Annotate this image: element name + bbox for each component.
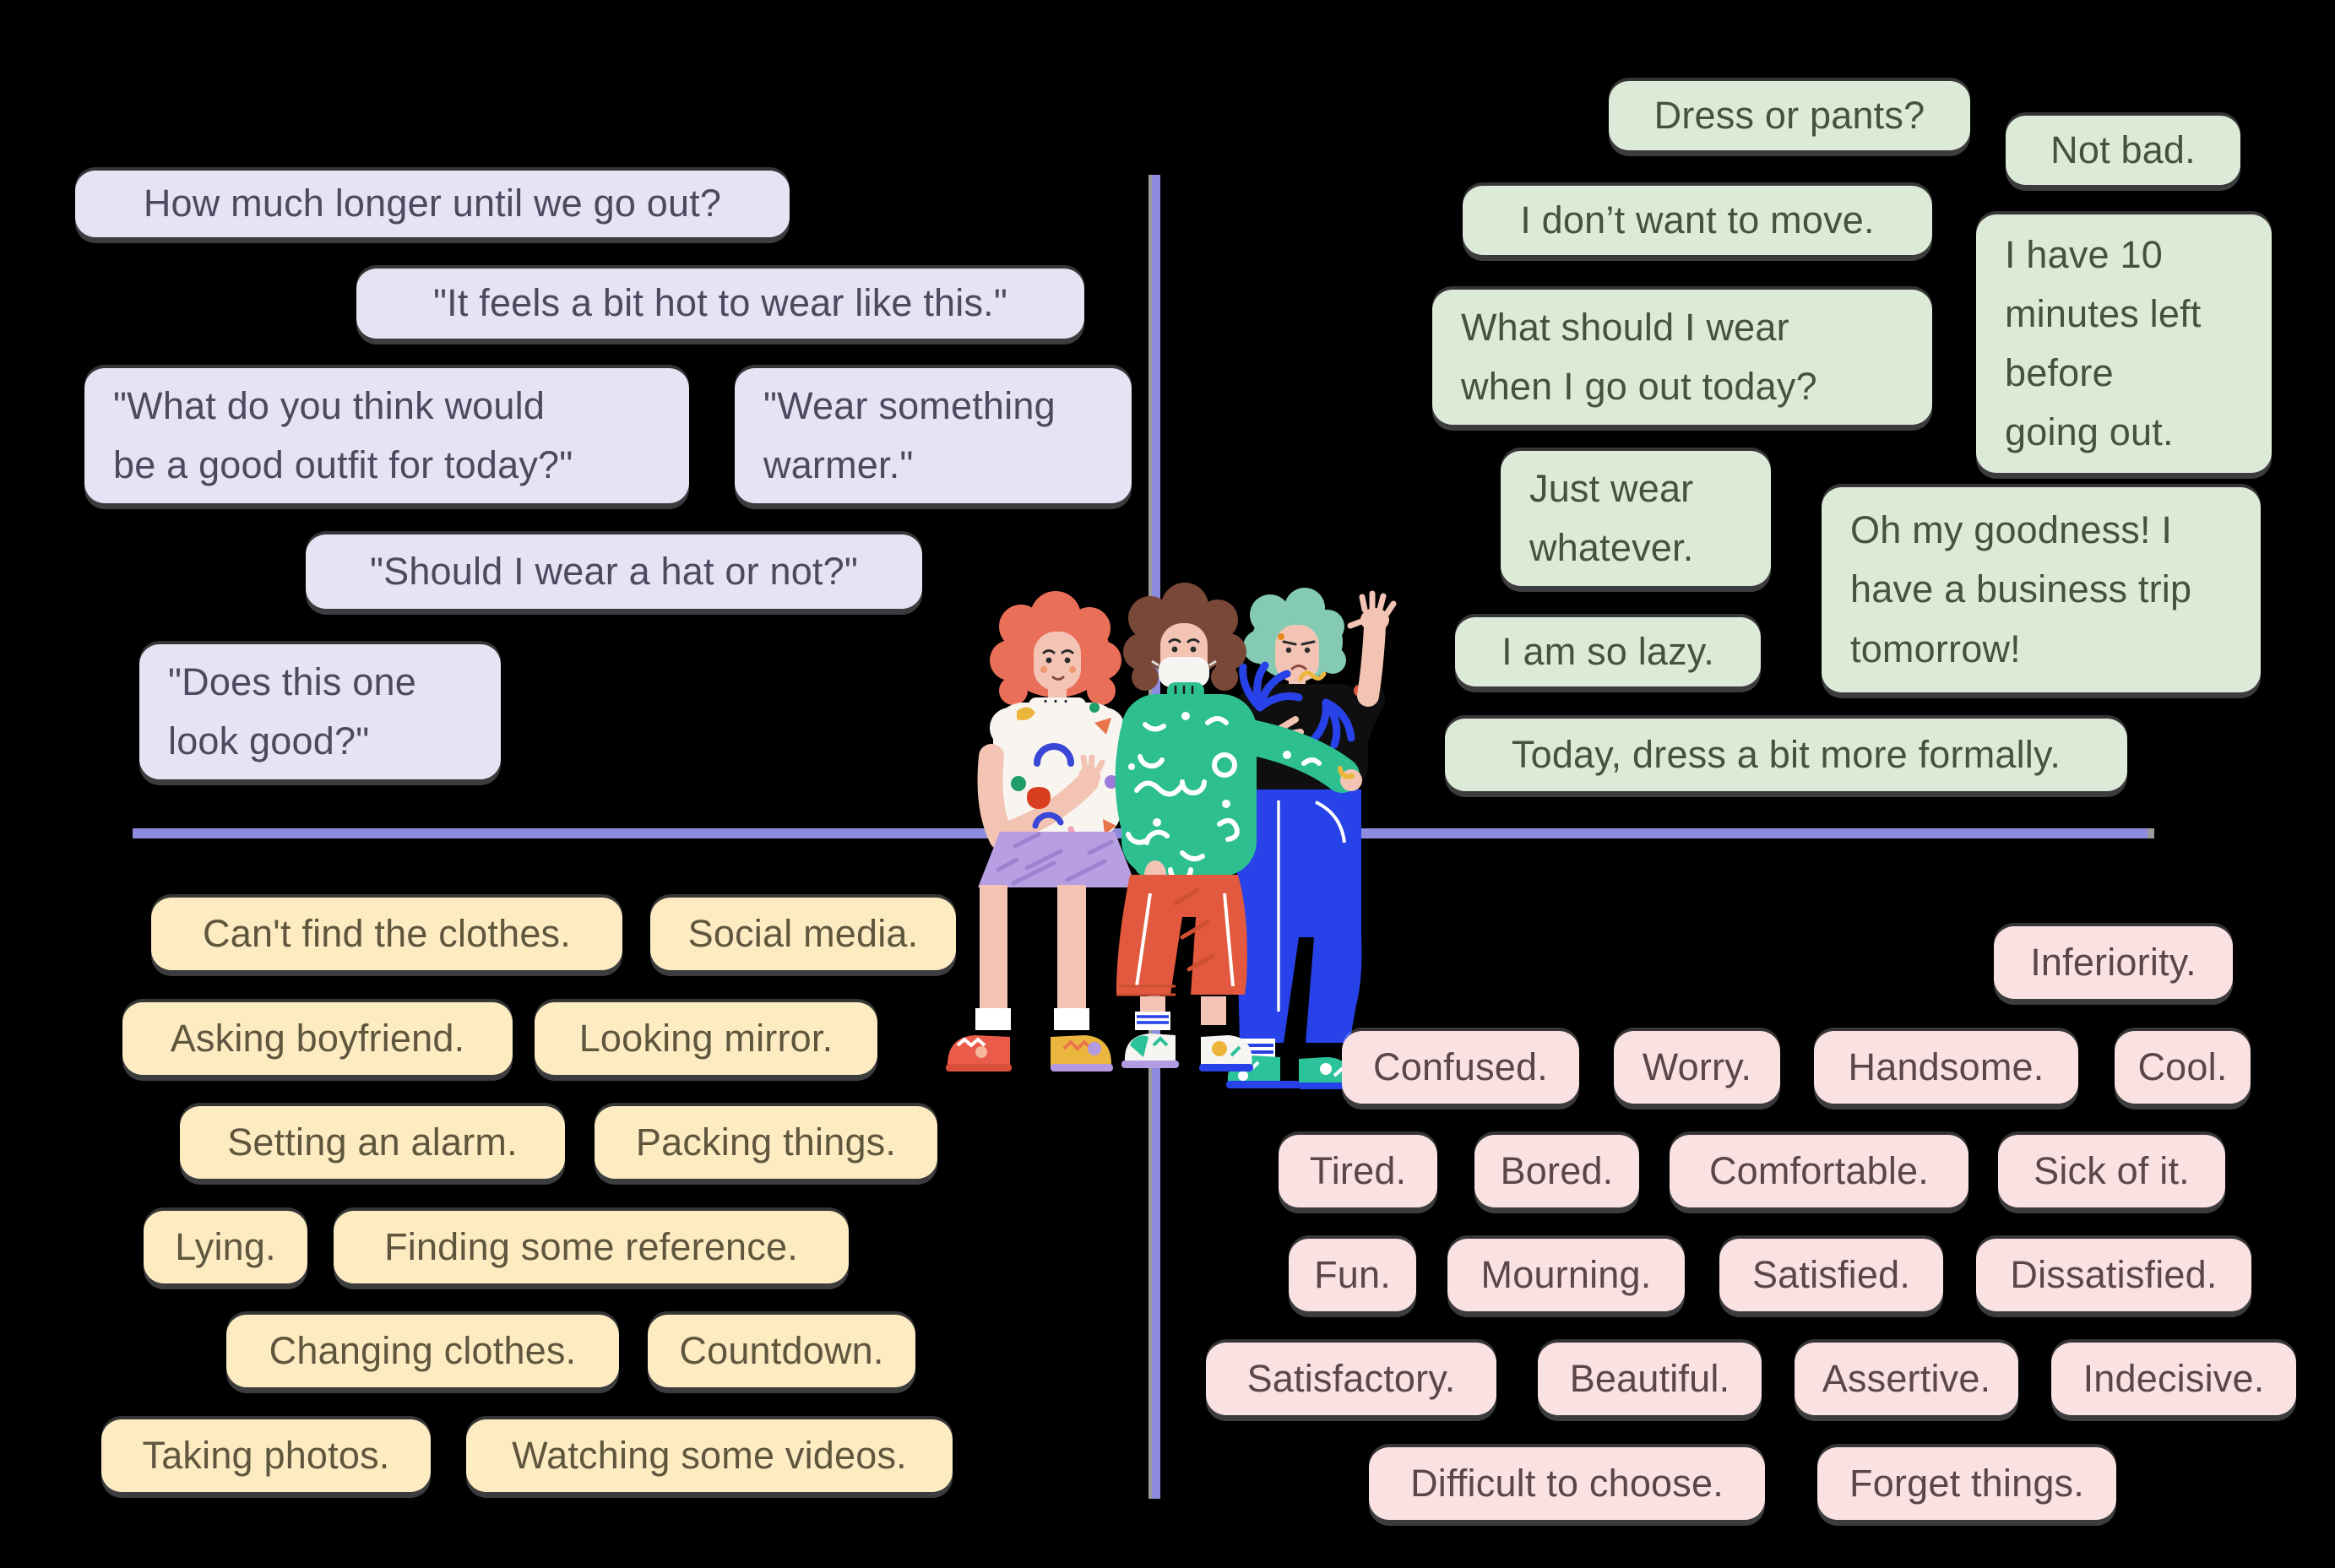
feels-note-9: Fun.	[1289, 1239, 1416, 1311]
does-note-6: Lying.	[144, 1211, 307, 1283]
thinks-note-3: What should I wear when I go out today?	[1432, 290, 1932, 425]
does-note-7: Finding some reference.	[334, 1211, 849, 1283]
thinks-note-4: I have 10 minutes left before going out.	[1976, 214, 2272, 473]
feels-note-17: Difficult to choose.	[1369, 1447, 1765, 1520]
thinks-note-2: I don’t want to move.	[1463, 186, 1932, 255]
does-note-5: Packing things.	[595, 1106, 937, 1179]
feels-note-1: Confused.	[1342, 1031, 1579, 1104]
feels-note-18: Forget things.	[1817, 1447, 2116, 1520]
feels-note-10: Mourning.	[1447, 1239, 1685, 1311]
does-note-0: Can't find the clothes.	[151, 898, 622, 970]
feels-note-15: Assertive.	[1795, 1343, 2018, 1415]
says-note-3: "Wear something warmer."	[735, 368, 1132, 503]
feels-note-2: Worry.	[1614, 1031, 1780, 1104]
says-note-4: "Should I wear a hat or not?"	[306, 534, 922, 609]
thinks-note-7: I am so lazy.	[1455, 617, 1761, 686]
feels-note-5: Tired.	[1279, 1135, 1437, 1207]
person-left-illustration	[946, 591, 1137, 1072]
does-note-10: Taking photos.	[101, 1419, 431, 1492]
says-note-0: How much longer until we go out?	[75, 171, 790, 237]
does-note-3: Looking mirror.	[535, 1002, 877, 1075]
feels-note-6: Bored.	[1474, 1135, 1639, 1207]
feels-note-14: Beautiful.	[1538, 1343, 1762, 1415]
feels-note-4: Cool.	[2115, 1031, 2251, 1104]
does-note-2: Asking boyfriend.	[122, 1002, 513, 1075]
thinks-note-6: Oh my goodness! I have a business trip t…	[1822, 487, 2261, 692]
feels-note-11: Satisfied.	[1719, 1239, 1943, 1311]
feels-note-12: Dissatisfied.	[1976, 1239, 2251, 1311]
thinks-note-8: Today, dress a bit more formally.	[1445, 719, 2127, 791]
does-note-11: Watching some videos.	[466, 1419, 953, 1492]
feels-note-7: Comfortable.	[1670, 1135, 1968, 1207]
says-note-5: "Does this one look good?"	[139, 644, 501, 779]
does-note-1: Social media.	[650, 898, 956, 970]
feels-note-16: Indecisive.	[2051, 1343, 2296, 1415]
feels-note-0: Inferiority.	[1994, 926, 2233, 999]
does-note-9: Countdown.	[648, 1315, 915, 1387]
people-illustration	[946, 583, 1397, 1089]
thinks-note-5: Just wear whatever.	[1501, 451, 1771, 586]
person-middle-illustration	[1115, 583, 1362, 1072]
thinks-note-0: Dress or pants?	[1609, 81, 1970, 150]
says-note-2: "What do you think would be a good outfi…	[84, 368, 689, 503]
feels-note-8: Sick of it.	[1998, 1135, 2225, 1207]
does-note-4: Setting an alarm.	[180, 1106, 565, 1179]
feels-note-3: Handsome.	[1814, 1031, 2078, 1104]
feels-note-13: Satisfactory.	[1206, 1343, 1496, 1415]
does-note-8: Changing clothes.	[226, 1315, 619, 1387]
says-note-1: "It feels a bit hot to wear like this."	[356, 269, 1084, 339]
thinks-note-1: Not bad.	[2006, 116, 2240, 185]
